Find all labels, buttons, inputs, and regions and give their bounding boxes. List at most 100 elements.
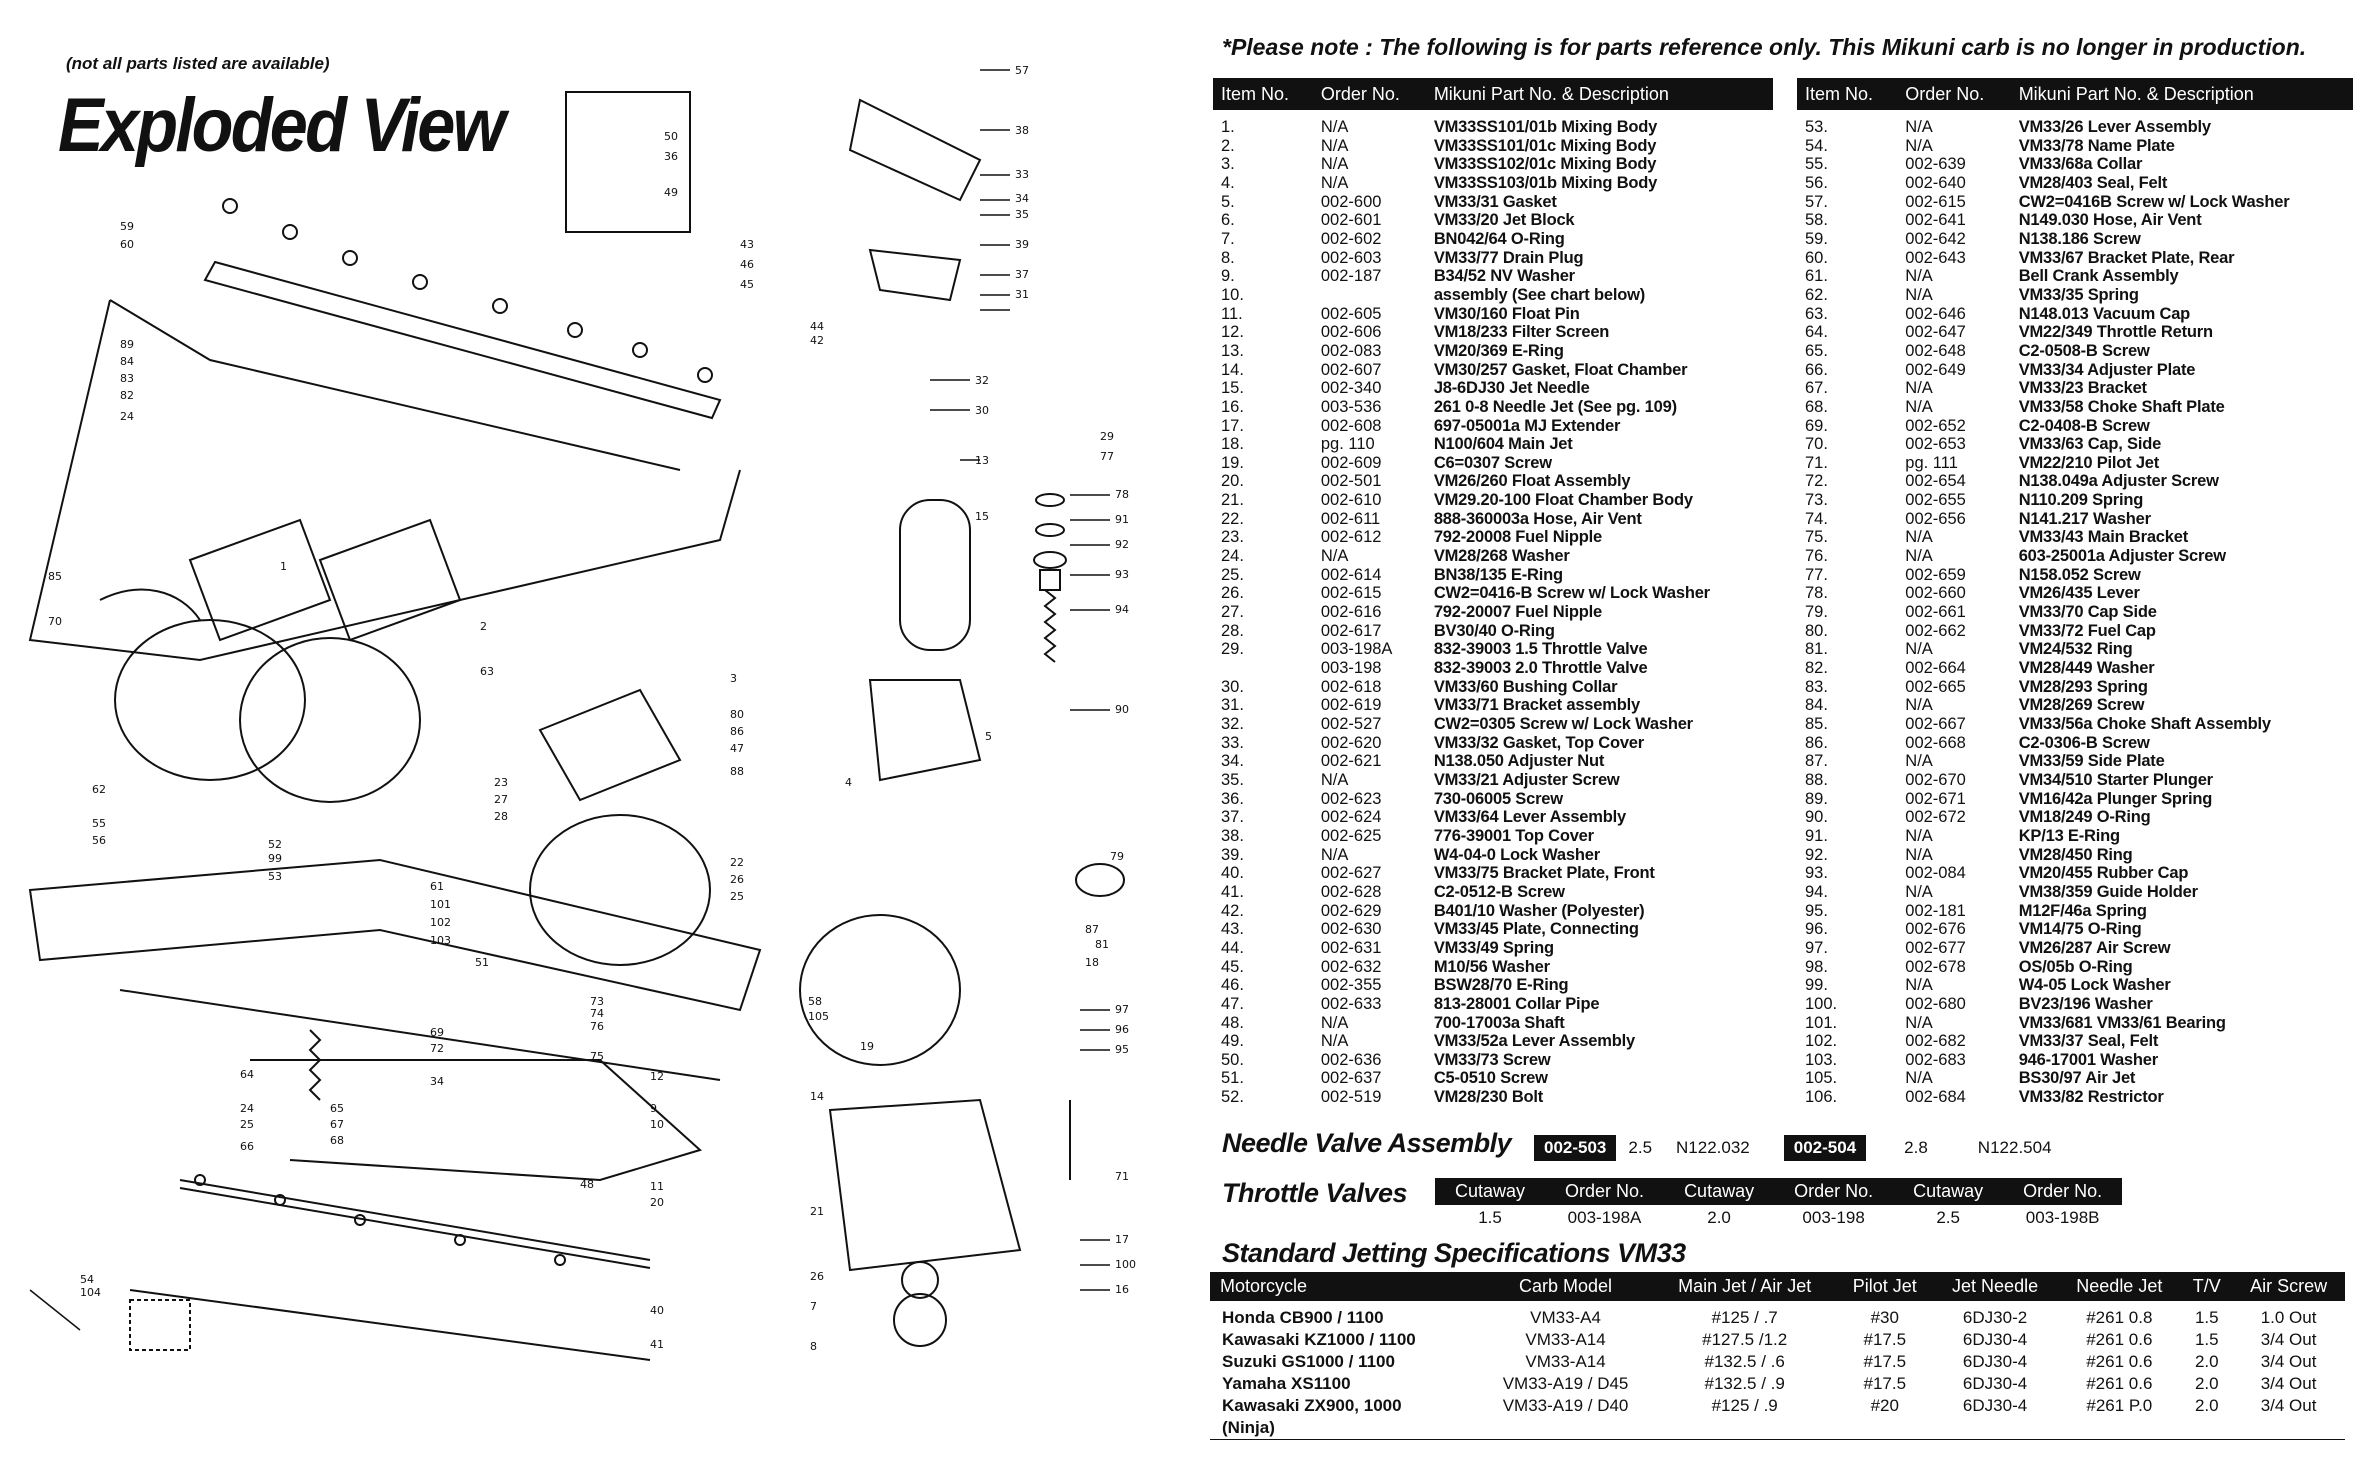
cell-description: N149.030 Hose, Air Vent <box>2018 211 2202 230</box>
callout-label: 30 <box>975 404 989 417</box>
cell-item-no: 28. <box>1221 621 1244 640</box>
cell-description: 946-17001 Washer <box>2018 1050 2158 1069</box>
cell-item-no: 78. <box>1805 584 1828 603</box>
cell-item-no: 80. <box>1805 621 1828 640</box>
cell-item-no: 38. <box>1221 826 1244 845</box>
cell: #20 <box>1870 1396 1899 1415</box>
jet-col-header: Air Screw <box>2232 1272 2345 1301</box>
callout-label: 55 <box>92 817 106 830</box>
jet-col-header: T/V <box>2181 1272 2233 1301</box>
col-cutaway: Cutaway <box>1893 1178 2004 1205</box>
callout-label: 27 <box>494 793 508 806</box>
callout-label: 35 <box>1015 208 1029 221</box>
cell-description: VM28/269 Screw <box>2018 696 2145 715</box>
cell-description: VM33/21 Adjuster Screw <box>1433 770 1620 789</box>
cell: 6DJ30-2 <box>1962 1308 2028 1327</box>
callout-label: 32 <box>975 374 989 387</box>
cell-item-no: 67. <box>1805 379 1828 398</box>
cell-description: C2-0512-B Screw <box>1433 882 1565 901</box>
float-chamber <box>828 1098 1022 1272</box>
cell-order-no: 003-198 <box>1320 659 1382 678</box>
cell-item-no: 105. <box>1805 1069 1838 1088</box>
cell-description: VM33/60 Bushing Collar <box>1433 677 1618 696</box>
cell-description: C6=0307 Screw <box>1433 453 1552 472</box>
cell: #261 0.8 <box>2086 1308 2153 1327</box>
cell-description: N100/604 Main Jet <box>1433 435 1573 454</box>
cell-order-no: 002-661 <box>1905 603 1966 622</box>
callout-label: 41 <box>650 1338 664 1351</box>
cell: #125 / .7 <box>1711 1308 1778 1327</box>
cell-order-no: N/A <box>1320 173 1349 192</box>
cell-order-no: 002-670 <box>1905 770 1966 789</box>
cell-order-no: 002-616 <box>1320 603 1382 622</box>
cell-order-no: 002-682 <box>1905 1032 1966 1051</box>
cell-item-no: 51. <box>1221 1069 1244 1088</box>
cell-order-no: 002-610 <box>1320 491 1382 510</box>
cell-description: N110.209 Spring <box>2018 491 2144 510</box>
cell-description: Bell Crank Assembly <box>2018 267 2179 286</box>
callout-label: 84 <box>120 355 134 368</box>
cell: 6DJ30-4 <box>1962 1330 2028 1349</box>
cell-description: VM38/359 Guide Holder <box>2018 882 2198 901</box>
cell-item-no: 89. <box>1805 789 1828 808</box>
needle-part-1: N122.032 <box>1676 1138 1750 1157</box>
cell-description: VM33/52a Lever Assembly <box>1433 1032 1635 1051</box>
callout-label: 1 <box>280 560 287 573</box>
cell-item-no: 11. <box>1221 304 1243 323</box>
cell-description: C5-0510 Screw <box>1433 1069 1548 1088</box>
callout-label: 3 <box>730 672 737 685</box>
cell-item-no: 101. <box>1805 1013 1838 1032</box>
parts-table-left: Item No. Order No. Mikuni Part No. & Des… <box>1213 78 1773 1107</box>
cell-description: VM33/35 Spring <box>2018 285 2139 304</box>
cell-description: BN38/135 E-Ring <box>1433 565 1563 584</box>
cell-order-no: 002-630 <box>1320 920 1382 939</box>
callout-label: 72 <box>430 1042 444 1055</box>
cell-description: W4-04-0 Lock Washer <box>1433 845 1600 864</box>
cell-order-no: 002-627 <box>1320 864 1382 883</box>
cell-order-no: 002-611 <box>1320 509 1381 528</box>
cell-description: VM33/23 Bracket <box>2018 379 2147 398</box>
callout-label: 81 <box>1095 938 1109 951</box>
callout-label: 10 <box>650 1118 664 1131</box>
cell-order-no: 002-637 <box>1320 1069 1382 1088</box>
callout-label: 101 <box>430 898 451 911</box>
callout-label: 12 <box>650 1070 664 1083</box>
cell-description: CW2=0305 Screw w/ Lock Washer <box>1433 715 1693 733</box>
col-item-no: Item No. <box>1213 78 1313 110</box>
callout-label: 67 <box>330 1118 344 1131</box>
cell-order-no: pg. 110 <box>1320 435 1375 454</box>
cell-description: VM33/58 Choke Shaft Plate <box>2018 397 2225 416</box>
cell-order-no: 002-664 <box>1905 659 1966 678</box>
cell-description: N148.013 Vacuum Cap <box>2018 304 2191 323</box>
callout-label: 24 <box>240 1102 254 1115</box>
cell-item-no: 73. <box>1805 491 1828 510</box>
callout-label: 54 <box>80 1273 94 1286</box>
screws-row <box>222 198 713 383</box>
callout-label: 69 <box>430 1026 444 1039</box>
cell-item-no: 77. <box>1805 565 1828 584</box>
cell-order-no: 002-615 <box>1320 584 1382 603</box>
cell: 1.5 <box>2194 1330 2219 1349</box>
cell-description: VM28/403 Seal, Felt <box>2018 173 2168 192</box>
